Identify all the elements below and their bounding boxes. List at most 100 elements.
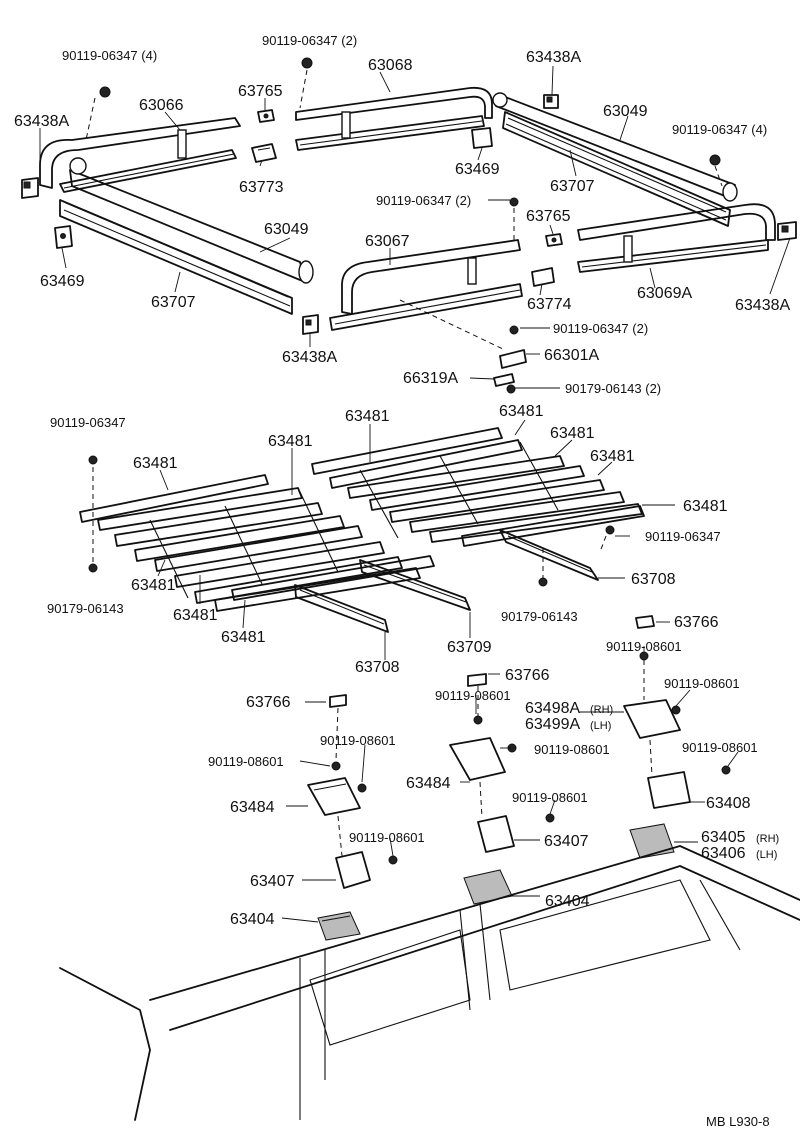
right-side-rail-63069A [577, 203, 776, 273]
label-63484-middle: 63484 [406, 775, 451, 792]
end-cap-63438A-top-right [543, 94, 559, 109]
label-63481-3: 63481 [550, 425, 595, 442]
mount-stack-center [449, 673, 555, 905]
label-63707-a: 63707 [550, 178, 595, 195]
label-63481-5: 63481 [590, 448, 635, 465]
end-cap-63438A-bottom [302, 314, 319, 335]
label-63484-left: 63484 [230, 799, 275, 816]
bolt-90119-06347-top-right [709, 154, 723, 187]
label-90179-06143-2: 90179-06143 (2) [565, 381, 661, 396]
support-channel-63709 [359, 559, 471, 611]
diagram-code: MB L930-8 [706, 1114, 770, 1129]
joint-63469-center [471, 127, 493, 149]
label-90119-08601-8: 90119-08601 [512, 790, 588, 805]
label-63405-side: (RH) [756, 833, 779, 845]
label-63766-left: 63766 [246, 694, 291, 711]
connector-63765-b [545, 233, 563, 247]
label-63406-side: (LH) [756, 849, 777, 861]
label-90119-08601-9: 90119-08601 [349, 830, 425, 845]
rear-cross-tube-63049 [492, 92, 738, 202]
label-63766-right: 63766 [674, 614, 719, 631]
label-63469-b: 63469 [40, 273, 85, 290]
label-66301A: 66301A [544, 347, 599, 364]
label-63708-right: 63708 [631, 571, 676, 588]
label-90119-08601-6: 90119-08601 [534, 742, 610, 757]
label-63499A: 63499A [525, 716, 580, 733]
label-90119-08601-7: 90119-08601 [208, 754, 284, 769]
label-90119-06347-2b: 90119-06347 (2) [376, 193, 471, 208]
label-63481-1: 63481 [345, 408, 390, 425]
rear-channel-63707 [502, 111, 731, 227]
label-63438A-top-right: 63438A [526, 49, 581, 66]
connector-63765-a [257, 109, 275, 123]
label-63481-2: 63481 [499, 403, 544, 420]
bolt-90119-06347-top-left [85, 86, 111, 141]
label-63407-left: 63407 [250, 873, 295, 890]
mount-stack-left [307, 694, 398, 941]
support-channel-63708-right [499, 529, 599, 581]
center-rail-63068 [295, 86, 493, 151]
leader-lines [39, 65, 791, 923]
label-63773: 63773 [239, 179, 284, 196]
bolt-90119-06347-mid [509, 197, 519, 240]
support-channel-63708-bottom [294, 584, 389, 633]
label-63707-b: 63707 [151, 294, 196, 311]
joint-63469-left [54, 225, 73, 249]
label-90119-06347-2c: 90119-06347 (2) [553, 321, 648, 336]
label-90119-08601-1: 90119-08601 [606, 639, 682, 654]
label-63404-middle: 63404 [545, 893, 590, 910]
part-labels: 90119-06347 (4) 90119-06347 (2) 63438A 6… [14, 33, 790, 1129]
label-90119-08601-2: 90119-08601 [664, 676, 740, 691]
label-63498A: 63498A [525, 700, 580, 717]
label-63068: 63068 [368, 57, 413, 74]
center-rail-63067 [329, 239, 523, 331]
label-90119-08601-4: 90119-08601 [320, 733, 396, 748]
fasteners-panels [88, 455, 615, 587]
label-63438A-top-left: 63438A [14, 113, 69, 130]
connector-63773 [251, 143, 277, 163]
label-63408: 63408 [706, 795, 751, 812]
bracket-66301A [399, 299, 527, 369]
label-63765-a: 63765 [238, 83, 283, 100]
label-63438A-right: 63438A [735, 297, 790, 314]
label-63049-left: 63049 [264, 221, 309, 238]
label-63774: 63774 [527, 296, 572, 313]
label-90119-08601-3: 90119-08601 [435, 688, 511, 703]
label-63069A: 63069A [637, 285, 692, 302]
label-63709: 63709 [447, 639, 492, 656]
vehicle-roof-outline [59, 845, 800, 1121]
label-63066: 63066 [139, 97, 184, 114]
label-63481-8: 63481 [131, 577, 176, 594]
label-63481-6: 63481 [133, 455, 178, 472]
label-63049-top-right: 63049 [603, 103, 648, 120]
bolt-90119-06347-top-center [299, 57, 313, 109]
end-cap-63438A-right [777, 221, 797, 241]
connector-63774 [531, 267, 555, 287]
label-63406: 63406 [701, 845, 746, 862]
label-90179-06143-left: 90179-06143 [47, 601, 124, 616]
label-90119-06347-right: 90119-06347 [645, 529, 721, 544]
label-63438A-bottom: 63438A [282, 349, 337, 366]
label-63481-9: 63481 [173, 607, 218, 624]
label-63708-bottom: 63708 [355, 659, 400, 676]
label-90119-06347-left: 90119-06347 [50, 415, 126, 430]
right-slat-panel [311, 427, 645, 547]
label-63405: 63405 [701, 829, 746, 846]
left-slat-panel [79, 474, 435, 612]
label-63481-10: 63481 [221, 629, 266, 646]
label-66319A: 66319A [403, 370, 458, 387]
label-63067: 63067 [365, 233, 410, 250]
mount-stack-right [623, 615, 731, 859]
label-63404-left: 63404 [230, 911, 275, 928]
label-63481-4: 63481 [268, 433, 313, 450]
end-cap-63438A-top-left [21, 177, 39, 199]
label-63498A-side: (RH) [590, 704, 613, 716]
front-channel-63707 [59, 199, 293, 315]
label-63766-middle: 63766 [505, 667, 550, 684]
label-63407-middle: 63407 [544, 833, 589, 850]
front-cross-tube-63049 [69, 157, 314, 284]
label-90119-08601-5: 90119-08601 [682, 740, 758, 755]
label-90179-06143-right: 90179-06143 [501, 609, 578, 624]
